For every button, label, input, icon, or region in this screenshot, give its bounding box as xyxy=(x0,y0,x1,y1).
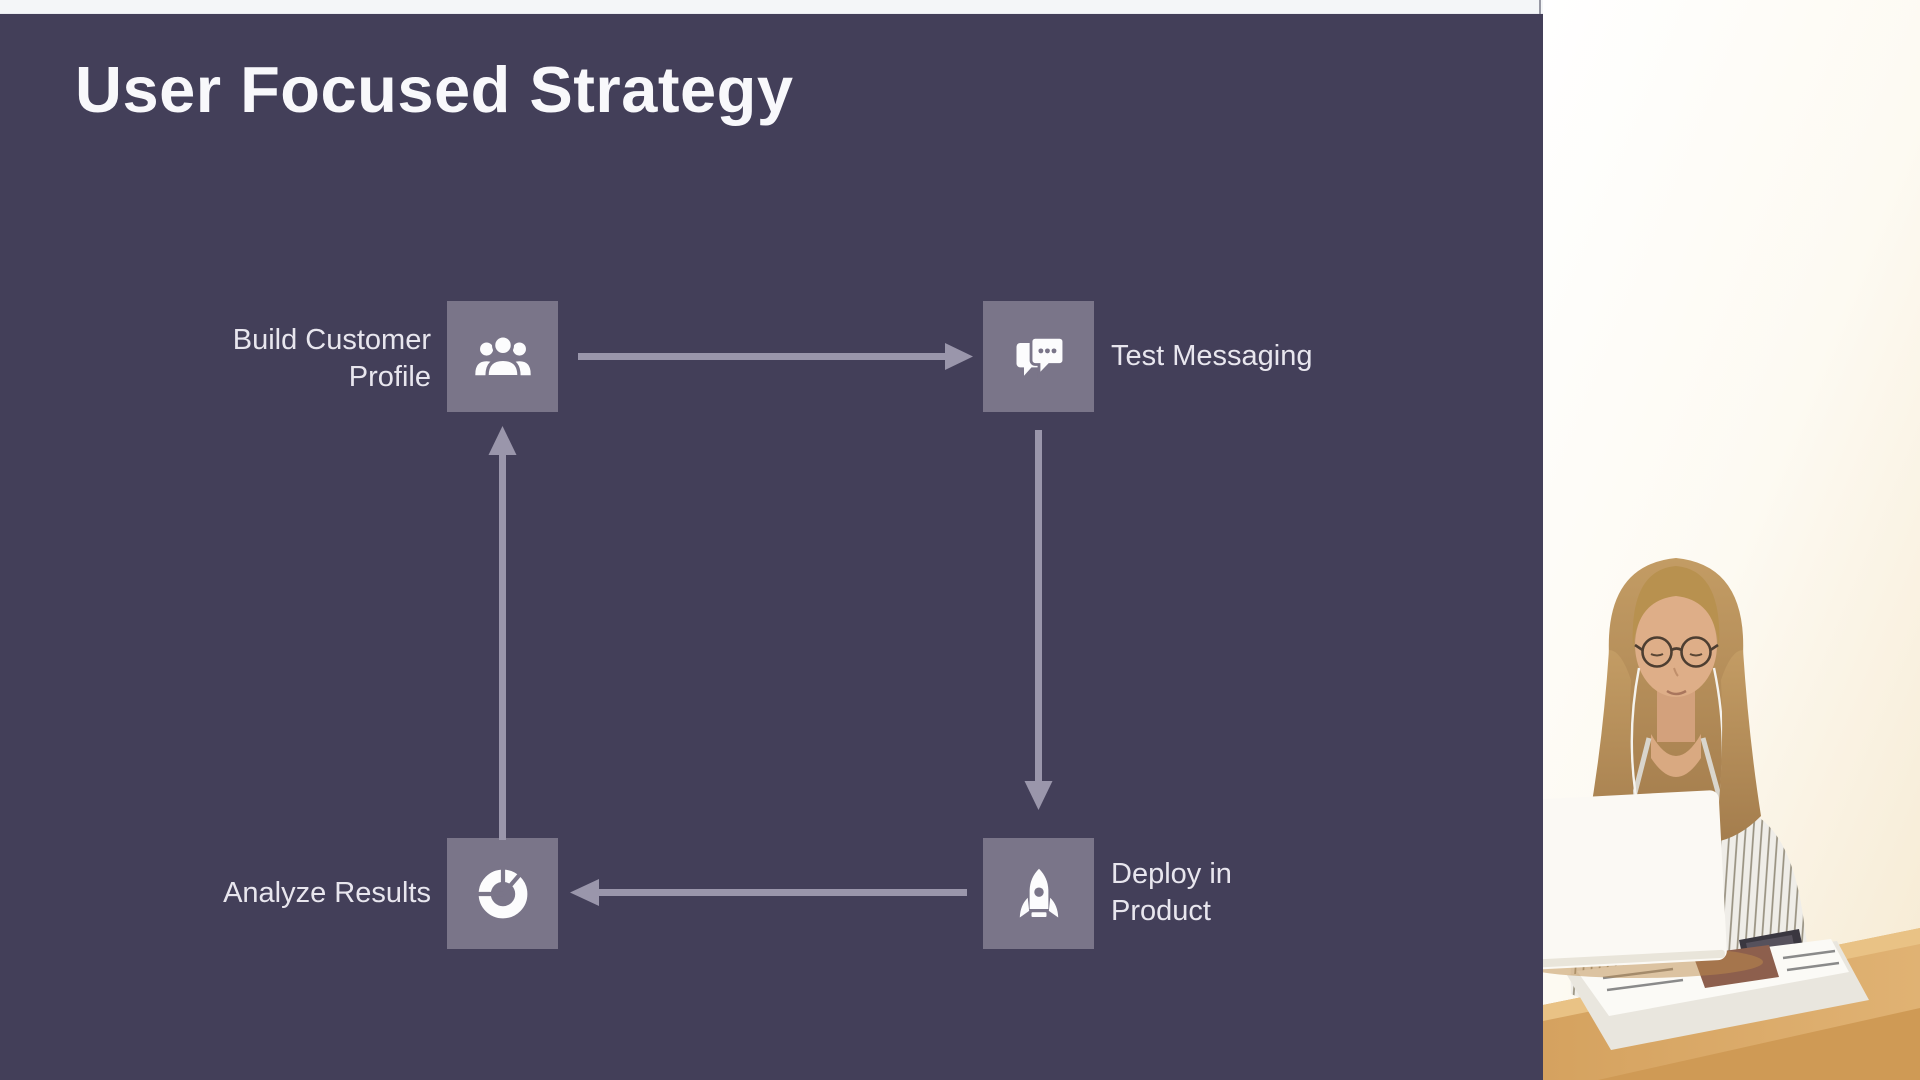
presenter-illustration xyxy=(1543,0,1920,1080)
label-test-messaging: Test Messaging xyxy=(1111,340,1313,372)
arrow-analyze-to-build xyxy=(488,426,517,840)
window-chrome-strip xyxy=(0,0,1543,14)
chat-bubbles-icon xyxy=(1016,335,1065,379)
node-deploy-in-product xyxy=(983,838,1094,949)
node-test-messaging xyxy=(983,301,1094,412)
arrow-build-to-test xyxy=(578,343,973,370)
panel-divider xyxy=(1539,0,1541,14)
node-analyze-results xyxy=(447,838,558,949)
nose xyxy=(1673,667,1679,677)
rocket-icon xyxy=(1019,868,1058,917)
chest xyxy=(1651,734,1701,777)
arrow-test-to-deploy xyxy=(1024,430,1053,810)
mouth xyxy=(1666,689,1687,696)
label-analyze-results: Analyze Results xyxy=(223,877,431,909)
donut-chart-icon xyxy=(475,866,527,918)
hair-strand-right xyxy=(1715,650,1761,842)
eyes xyxy=(1650,653,1703,657)
face xyxy=(1635,593,1717,697)
laptop xyxy=(1543,790,1763,978)
presentation-slide: User Focused Strategy xyxy=(0,0,1543,949)
glasses-icon xyxy=(1634,636,1719,668)
arrow-deploy-to-analyze xyxy=(570,879,967,906)
node-build-customer-profile xyxy=(447,301,558,412)
label-build-customer-profile: Build Customer Profile xyxy=(232,324,431,393)
slide-title: User Focused Strategy xyxy=(75,53,794,126)
label-deploy-in-product: Deploy in Product xyxy=(1111,858,1232,927)
users-icon xyxy=(474,333,531,378)
webcam-video-feed xyxy=(1543,0,1920,1080)
hair-front xyxy=(1632,566,1720,648)
